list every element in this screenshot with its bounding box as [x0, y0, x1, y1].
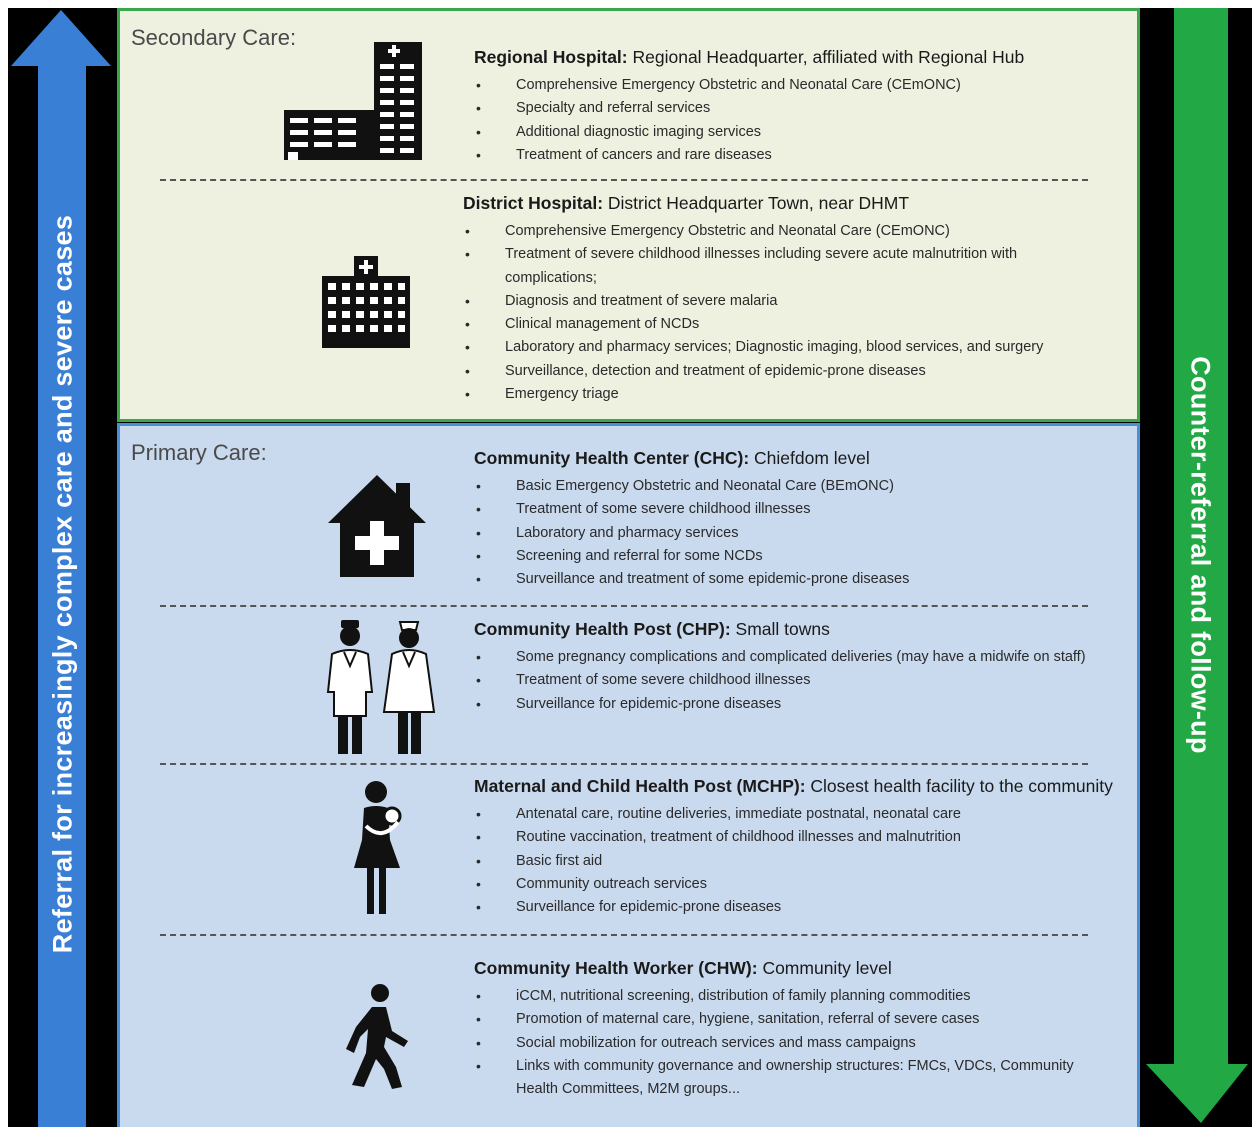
- list-item: Social mobilization for outreach service…: [474, 1032, 1114, 1056]
- list-item: Basic Emergency Obstetric and Neonatal C…: [474, 475, 1114, 499]
- list-item: Comprehensive Emergency Obstetric and Ne…: [474, 74, 1114, 98]
- list-item: Links with community governance and owne…: [474, 1055, 1114, 1102]
- district-hospital-heading: District Hospital: District Headquarter …: [463, 193, 910, 213]
- divider: [160, 179, 1088, 181]
- list-item: Antenatal care, routine deliveries, imme…: [474, 803, 1134, 827]
- list-item: Surveillance, detection and treatment of…: [463, 360, 1083, 384]
- chw-heading: Community Health Worker (CHW): Community…: [474, 958, 892, 978]
- list-item: Comprehensive Emergency Obstetric and Ne…: [463, 220, 1083, 244]
- chp-heading: Community Health Post (CHP): Small towns: [474, 619, 830, 639]
- list-item: Basic first aid: [474, 850, 1134, 874]
- regional-hospital-heading: Regional Hospital: Regional Headquarter,…: [474, 47, 1025, 67]
- district-hospital-services: Comprehensive Emergency Obstetric and Ne…: [463, 220, 1083, 407]
- walking-person-icon: [346, 984, 408, 1089]
- list-item: Treatment of cancers and rare diseases: [474, 144, 1114, 168]
- counter-referral-down-arrow: [1146, 8, 1248, 1123]
- divider: [160, 605, 1088, 607]
- mchp-block: Maternal and Child Health Post (MCHP): C…: [474, 776, 1134, 920]
- list-item: Screening and referral for some NCDs: [474, 545, 1114, 569]
- list-item: Promotion of maternal care, hygiene, san…: [474, 1008, 1114, 1032]
- hospital-tower-icon: [284, 42, 422, 160]
- chc-heading: Community Health Center (CHC): Chiefdom …: [474, 448, 870, 468]
- list-item: Routine vaccination, treatment of childh…: [474, 826, 1134, 850]
- health-house-icon: [328, 475, 426, 577]
- mchp-services: Antenatal care, routine deliveries, imme…: [474, 803, 1134, 920]
- list-item: Some pregnancy complications and complic…: [474, 646, 1134, 670]
- divider: [160, 763, 1088, 765]
- list-item: Treatment of some severe childhood illne…: [474, 669, 1134, 693]
- list-item: Diagnosis and treatment of severe malari…: [463, 290, 1083, 314]
- chw-services: iCCM, nutritional screening, distributio…: [474, 985, 1114, 1101]
- list-item: Treatment of some severe childhood illne…: [474, 498, 1114, 522]
- list-item: Clinical management of NCDs: [463, 313, 1083, 337]
- mchp-heading: Maternal and Child Health Post (MCHP): C…: [474, 776, 1113, 796]
- list-item: Laboratory and pharmacy services: [474, 522, 1114, 546]
- counter-referral-label: Counter-referral and follow-up: [1185, 356, 1216, 754]
- list-item: Community outreach services: [474, 873, 1134, 897]
- district-hospital-block: District Hospital: District Headquarter …: [463, 193, 1083, 407]
- mother-child-icon: [354, 781, 402, 914]
- referral-label: Referral for increasingly complex care a…: [47, 214, 78, 954]
- list-item: iCCM, nutritional screening, distributio…: [474, 985, 1114, 1009]
- chc-block: Community Health Center (CHC): Chiefdom …: [474, 448, 1114, 592]
- divider: [160, 934, 1088, 936]
- list-item: Additional diagnostic imaging services: [474, 121, 1114, 145]
- list-item: Surveillance and treatment of some epide…: [474, 568, 1114, 592]
- doctor-nurse-icon: [326, 620, 436, 754]
- chp-services: Some pregnancy complications and complic…: [474, 646, 1134, 716]
- list-item: Treatment of severe childhood illnesses …: [463, 243, 1083, 290]
- list-item: Surveillance for epidemic-prone diseases: [474, 693, 1134, 717]
- chc-services: Basic Emergency Obstetric and Neonatal C…: [474, 475, 1114, 592]
- secondary-care-label: Secondary Care:: [131, 25, 297, 50]
- list-item: Surveillance for epidemic-prone diseases: [474, 896, 1134, 920]
- regional-hospital-block: Regional Hospital: Regional Headquarter,…: [474, 47, 1114, 167]
- referral-up-arrow: [11, 10, 111, 1127]
- primary-care-label: Primary Care:: [131, 440, 267, 465]
- list-item: Emergency triage: [463, 383, 1083, 407]
- chp-block: Community Health Post (CHP): Small towns…: [474, 619, 1134, 716]
- list-item: Laboratory and pharmacy services; Diagno…: [463, 336, 1083, 360]
- hospital-building-icon: [322, 256, 410, 348]
- list-item: Specialty and referral services: [474, 97, 1114, 121]
- chw-block: Community Health Worker (CHW): Community…: [474, 958, 1114, 1101]
- regional-hospital-services: Comprehensive Emergency Obstetric and Ne…: [474, 74, 1114, 167]
